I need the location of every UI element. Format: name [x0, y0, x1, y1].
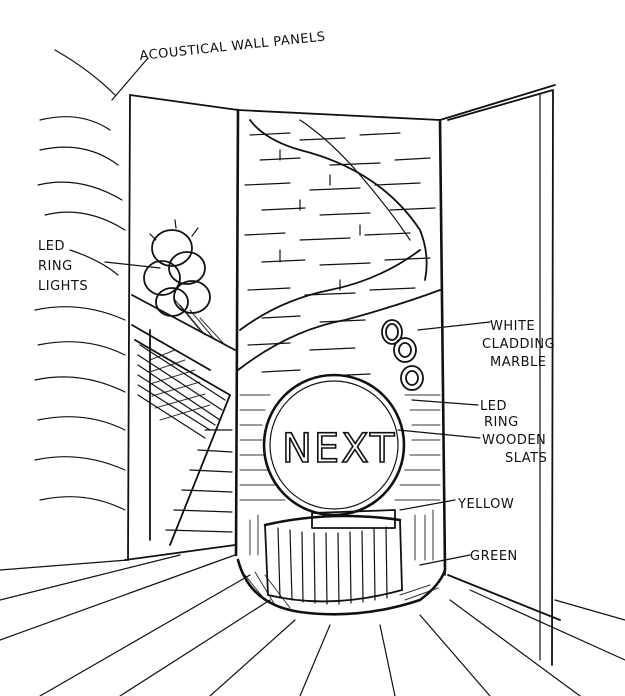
label-green: GREEN	[470, 549, 518, 564]
label-white-cladding-2: CLADDING	[482, 337, 555, 352]
wood-floor	[0, 554, 625, 696]
staircase	[131, 294, 236, 546]
label-led-ring-lights-3: LIGHTS	[38, 279, 88, 294]
label-led-ring-lights-1: LED	[38, 239, 65, 254]
label-acoustical: ACOUSTICAL WALL PANELS	[139, 30, 326, 64]
label-yellow: YELLOW	[457, 497, 514, 512]
label-white-cladding-3: MARBLE	[490, 355, 547, 370]
label-wooden-slats-1: WOODEN	[482, 433, 546, 448]
label-led-ring-lights-2: RING	[38, 259, 73, 274]
label-white-cladding-1: WHITE	[490, 319, 535, 334]
leader-lines	[104, 57, 491, 566]
label-wooden-slats-2: SLATS	[505, 451, 547, 466]
label-led-ring-1: LED	[480, 399, 507, 414]
label-led-ring-2: RING	[484, 415, 519, 430]
led-ring-lights-right	[381, 319, 424, 391]
led-ring-sign: NEXT	[262, 373, 406, 517]
acoustic-wall-panels	[34, 49, 126, 511]
annotation-labels: ACOUSTICAL WALL PANELS LED RING LIGHTS W…	[38, 30, 555, 564]
marble-cladding-column	[237, 119, 441, 561]
reception-desk	[263, 509, 403, 605]
room-outline	[124, 84, 561, 666]
sign-text: NEXT	[282, 426, 396, 472]
led-ring-lights-left	[143, 219, 211, 317]
